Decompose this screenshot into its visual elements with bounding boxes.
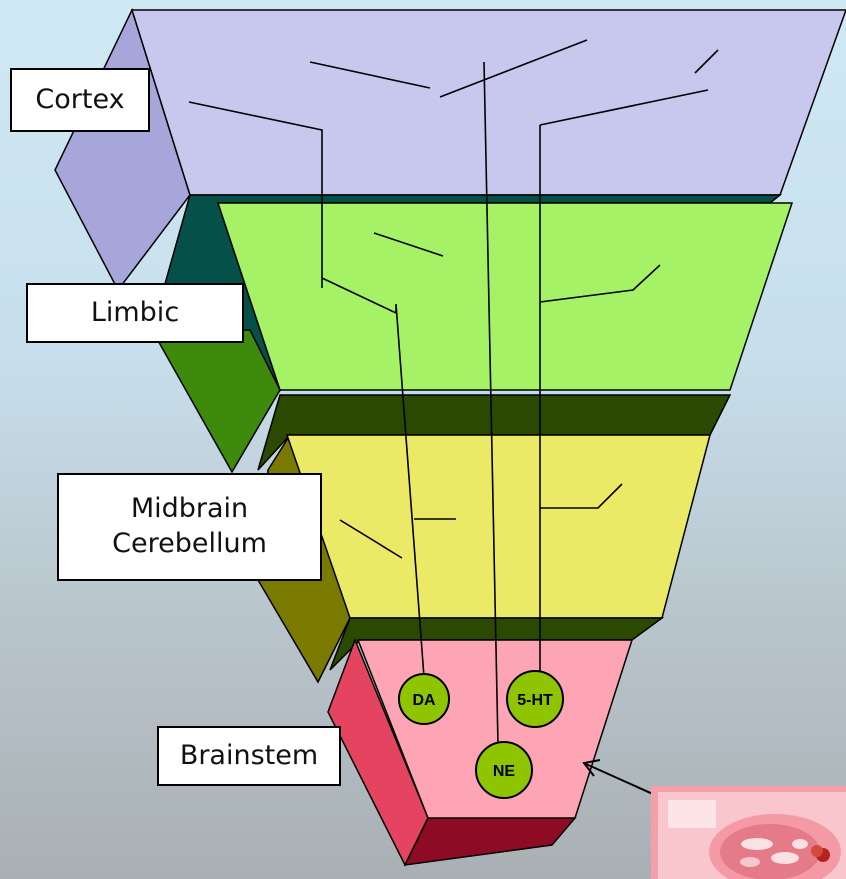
brainstem-thumbnail-image [651,786,846,879]
nucleus-label-5ht: 5-HT [517,692,553,709]
nucleus-label-da: DA [412,692,436,709]
label-cortex-text: Cortex [35,83,124,118]
label-limbic-text: Limbic [91,296,179,331]
label-midbrain-cerebellum: Midbrain Cerebellum [57,473,322,581]
label-cerebellum-text: Cerebellum [112,527,267,562]
brainstem-layer [328,640,632,865]
nucleus-label-ne: NE [493,763,516,780]
label-brainstem-text: Brainstem [180,739,318,774]
label-midbrain-text: Midbrain [131,492,248,527]
label-limbic: Limbic [26,283,244,343]
brainstem-bottom-face [405,818,575,865]
nucleus-ne: NE [476,742,532,798]
cortex-front-face [132,10,846,195]
nucleus-5ht: 5-HT [507,671,563,727]
nucleus-da: DA [399,674,449,724]
label-brainstem: Brainstem [157,726,341,786]
label-cortex: Cortex [10,68,150,132]
limbic-front-face [218,203,792,390]
limbic-side-face [152,330,280,472]
